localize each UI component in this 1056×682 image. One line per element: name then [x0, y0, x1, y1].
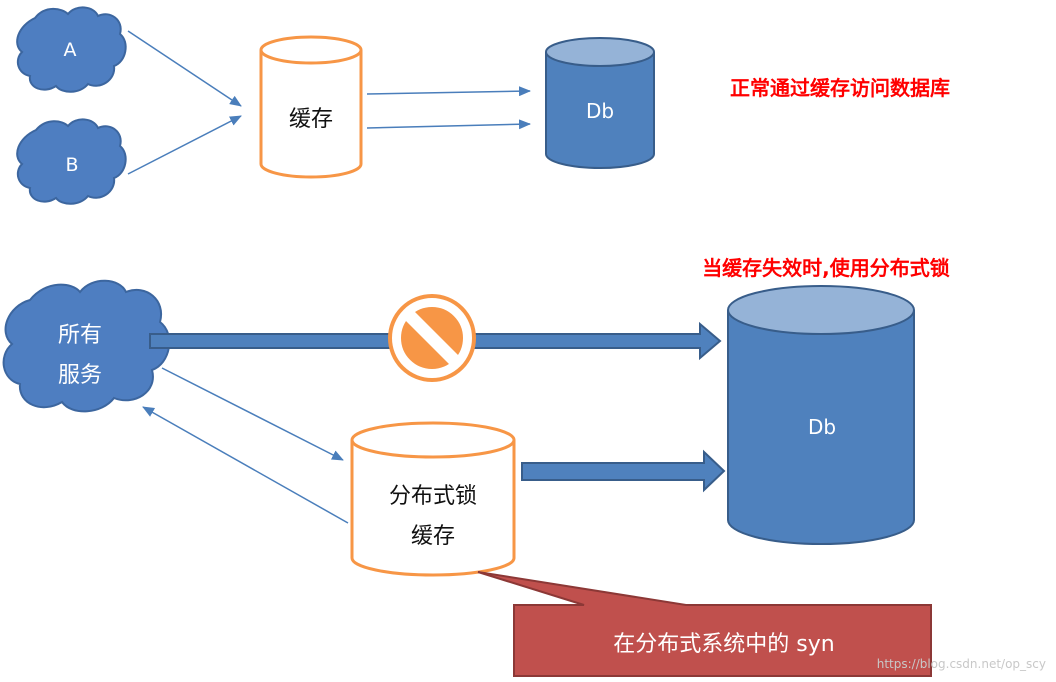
arrow-lock-cache-to-services	[142, 406, 349, 524]
cloud-icon	[16, 6, 127, 93]
services-cloud: 所有 服务	[2, 279, 171, 413]
lock-cache-label-line1: 分布式锁	[389, 484, 477, 509]
cache-label: 缓存	[289, 107, 333, 132]
callout-text: 在分布式系统中的 syn	[613, 632, 834, 657]
client-a-cloud: A	[16, 6, 127, 93]
watermark: https://blog.csdn.net/op_scy	[877, 657, 1046, 671]
cache-cylinder: 缓存	[259, 35, 363, 179]
top-title: 正常通过缓存访问数据库	[730, 76, 950, 100]
db-large-label: Db	[808, 415, 836, 439]
arrow-cache-to-db-1	[366, 86, 531, 97]
arrow-b-to-cache	[127, 115, 242, 175]
cloud-icon	[2, 279, 171, 413]
bottom-title: 当缓存失效时,使用分布式锁	[702, 256, 950, 280]
client-b-label: B	[65, 154, 78, 176]
client-a-label: A	[64, 39, 77, 61]
cloud-icon	[16, 118, 127, 205]
callout-box: 在分布式系统中的 syn	[477, 571, 932, 677]
lock-to-db-block-arrow	[521, 449, 726, 493]
arrow-a-to-cache	[127, 30, 242, 107]
arrow-cache-to-db-2	[366, 119, 531, 130]
db-cylinder-large: Db	[727, 285, 915, 545]
arrow-services-to-lock-cache	[161, 367, 344, 461]
services-label-line2: 服务	[58, 363, 102, 388]
db-cylinder-top: Db	[545, 37, 655, 169]
lock-cache-label-line2: 缓存	[411, 524, 455, 549]
no-entry-icon	[388, 294, 476, 382]
db-label: Db	[586, 99, 614, 123]
lock-cache-cylinder: 分布式锁 缓存	[350, 421, 516, 577]
services-label-line1: 所有	[58, 323, 102, 348]
client-b-cloud: B	[16, 118, 127, 205]
